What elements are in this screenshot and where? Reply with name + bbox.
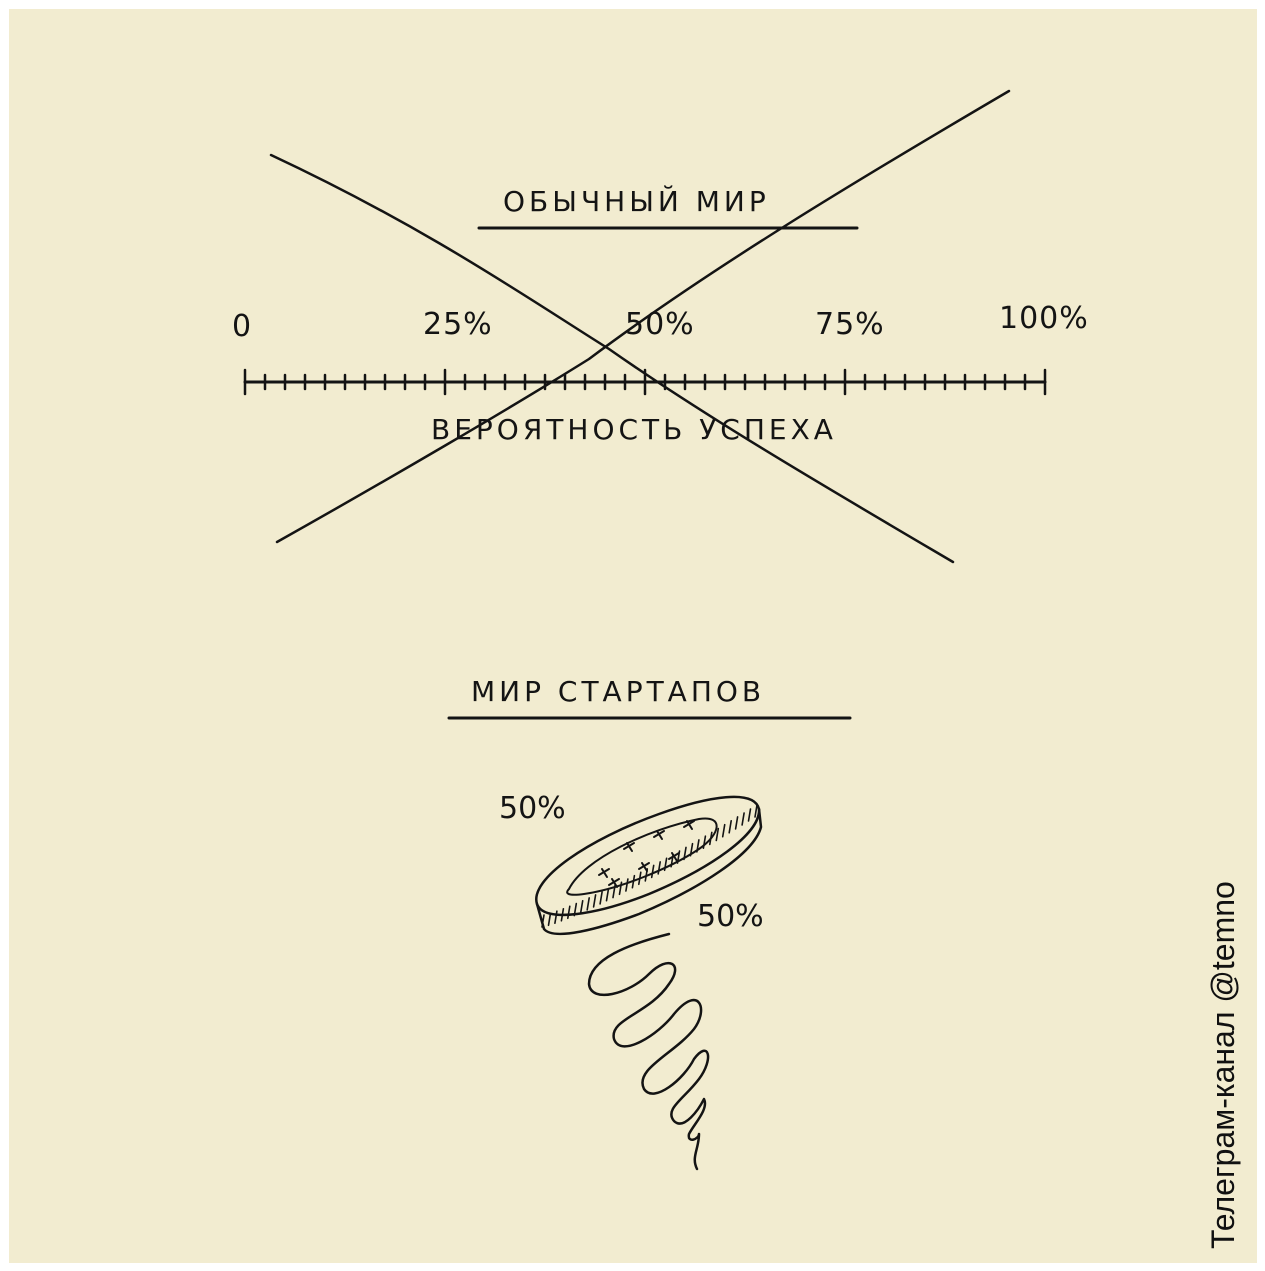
title-startup-world: МИР СТАРТАПОВ bbox=[471, 675, 765, 708]
scale-label-75: 75% bbox=[815, 307, 885, 342]
title-ordinary-world: ОБЫЧНЫЙ МИР bbox=[503, 185, 770, 218]
coin-edge-mark bbox=[594, 895, 596, 907]
coin-edge-mark bbox=[723, 825, 725, 837]
coin-edge-mark bbox=[626, 879, 628, 891]
scale-label-50: 50% bbox=[625, 307, 695, 342]
coin-label-bottom: 50% bbox=[697, 899, 764, 934]
coin-edge-mark bbox=[755, 805, 757, 817]
telegram-channel-credit: Телеграм-канал @temno bbox=[1205, 881, 1242, 1249]
coin-edge-mark bbox=[749, 809, 751, 821]
scale-label-0: 0 bbox=[232, 309, 252, 344]
spin-swirl bbox=[589, 934, 708, 1169]
coin-edge-mark bbox=[581, 901, 583, 913]
illustration-canvas: ОБЫЧНЫЙ МИР 0 25% 50% 75% 100% ВЕРОЯТНОС… bbox=[9, 9, 1257, 1263]
coin-edge-mark bbox=[600, 892, 602, 904]
coin-edge-mark bbox=[555, 911, 557, 923]
coin-edge-mark bbox=[736, 817, 738, 829]
coin-edge-mark bbox=[658, 862, 660, 874]
coin-edge-mark bbox=[652, 865, 654, 877]
coin-edge-mark bbox=[568, 906, 570, 918]
coin-edge-mark bbox=[549, 913, 551, 925]
coin-label-top: 50% bbox=[499, 791, 566, 826]
coin-edge-mark bbox=[607, 889, 609, 901]
coin-edge-mark bbox=[742, 813, 744, 825]
scale-label-100: 100% bbox=[999, 301, 1089, 336]
coin-edge-mark bbox=[587, 898, 589, 910]
scale-label-25: 25% bbox=[423, 307, 493, 342]
coin-edge-mark bbox=[561, 909, 563, 921]
axis-label-success-probability: ВЕРОЯТНОСТЬ УСПЕХА bbox=[431, 413, 837, 446]
coin-edge-mark bbox=[729, 821, 731, 833]
